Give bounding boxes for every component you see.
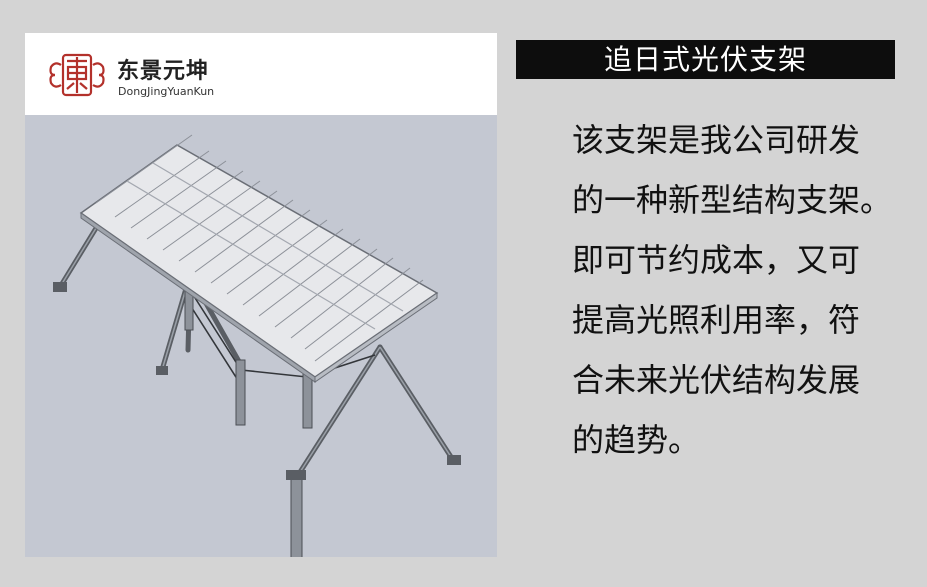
panel-module-lines [95, 134, 424, 362]
product-description: 该支架是我公司研发 的一种新型结构支架。 即可节约成本，又可 提高光照利用率，符… [572, 110, 917, 470]
description-line: 即可节约成本，又可 [572, 241, 861, 279]
description-line: 的趋势。 [572, 421, 701, 459]
logo-bar: 东景元坤 DongJingYuanKun [25, 33, 497, 115]
product-image-panel: 东景元坤 DongJingYuanKun [25, 33, 497, 557]
brand-pinyin: DongJingYuanKun [118, 85, 215, 98]
description-line: 合未来光伏结构发展 [572, 361, 861, 399]
description-line: 该支架是我公司研发 [572, 121, 861, 159]
solar-tracker-render [53, 134, 461, 557]
description-line: 的一种新型结构支架。 [572, 181, 893, 219]
product-title: 追日式光伏支架 [516, 40, 895, 79]
brand-name: 东景元坤 [117, 59, 210, 84]
logo-emblem-icon [49, 53, 105, 97]
description-line: 提高光照利用率，符 [572, 301, 861, 339]
panel-rails [126, 162, 404, 330]
foot-plates [53, 282, 461, 480]
cross-bracing [189, 289, 376, 386]
